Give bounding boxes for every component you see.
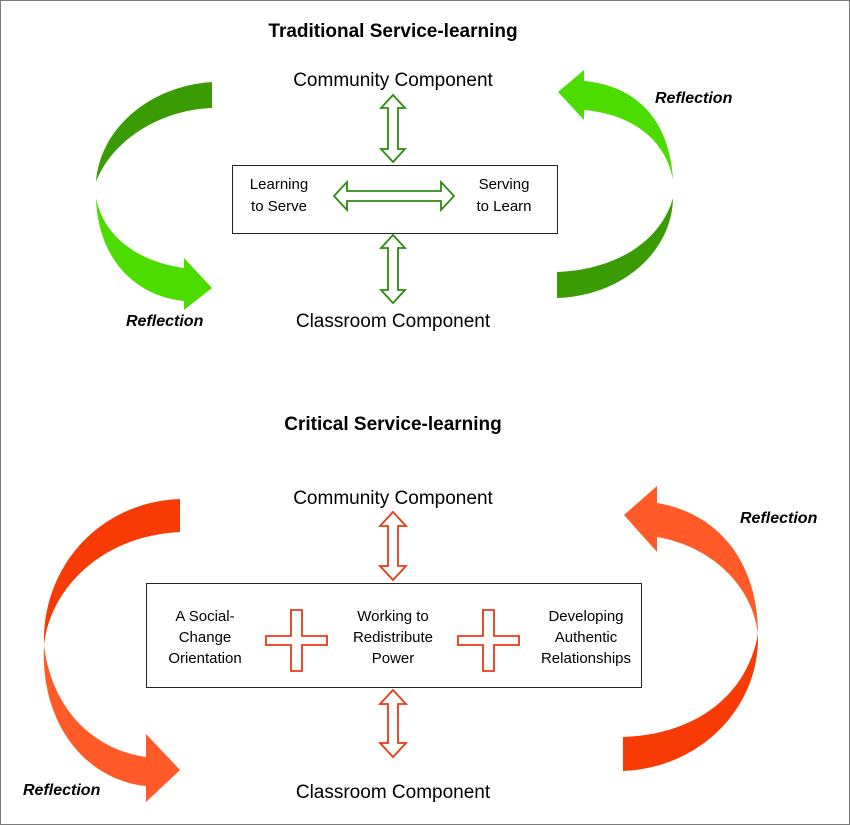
critical-left-reflection-arrow [43,499,180,802]
traditional-right-reflection-arrow [557,70,673,298]
critical-reflection-right: Reflection [740,510,818,527]
traditional-center-box [232,165,558,234]
critical-right-arrow-lower [623,634,759,771]
critical-box-item-2: Working to Redistribute Power [353,606,433,669]
critical-right-arrow-upper [624,486,758,634]
critical-plus-icon-1 [265,609,328,672]
traditional-box-left-line-2: to Serve [251,198,307,215]
traditional-box-right-text: Serving to Learn [476,174,531,218]
critical-right-reflection-arrow [623,486,759,771]
critical-box-item-3-line-1: Developing [548,608,624,625]
critical-center-box [146,583,642,688]
traditional-box-left-line-1: Learning [249,176,309,193]
critical-title: Critical Service-learning [284,414,502,435]
traditional-classroom-label: Classroom Component [295,311,491,332]
critical-box-item-3-line-3: Relationships [540,650,632,667]
critical-bottom-double-arrow [377,688,409,759]
traditional-reflection-left: Reflection [126,313,204,330]
traditional-reflection-right: Reflection [655,90,733,107]
critical-box-item-3-line-2: Authentic [554,629,618,646]
traditional-left-arrow-upper [96,82,212,182]
critical-box-item-1: A Social- Change Orientation [168,606,241,669]
critical-box-item-2-line-2: Redistribute [352,629,434,646]
critical-reflection-left: Reflection [23,782,101,799]
critical-box-item-3: Developing Authentic Relationships [541,606,631,669]
traditional-left-arrow-lower [96,198,212,310]
traditional-horizontal-double-arrow [332,179,456,213]
critical-box-item-1-line-1: A Social- [175,608,235,625]
traditional-box-left-text: Learning to Serve [250,174,308,218]
traditional-box-right-line-2: to Learn [476,198,532,215]
critical-box-item-1-line-2: Change [178,629,232,646]
traditional-right-arrow-lower [557,198,673,298]
critical-box-item-2-line-1: Working to [357,608,429,625]
traditional-top-double-arrow [378,93,408,164]
critical-top-double-arrow [377,510,409,582]
traditional-left-reflection-arrow [96,82,212,310]
traditional-bottom-double-arrow [378,233,408,305]
critical-left-arrow-lower [43,645,180,802]
critical-community-label: Community Component [293,488,493,509]
critical-box-item-1-line-3: Orientation [168,650,242,667]
critical-plus-icon-2 [457,609,520,672]
critical-box-item-2-line-3: Power [371,650,415,667]
traditional-title: Traditional Service-learning [268,21,518,42]
critical-classroom-label: Classroom Component [295,782,491,803]
critical-left-arrow-upper [43,499,180,645]
traditional-right-arrow-upper [558,70,673,180]
traditional-community-label: Community Component [293,70,493,91]
traditional-box-right-line-1: Serving [478,176,530,193]
